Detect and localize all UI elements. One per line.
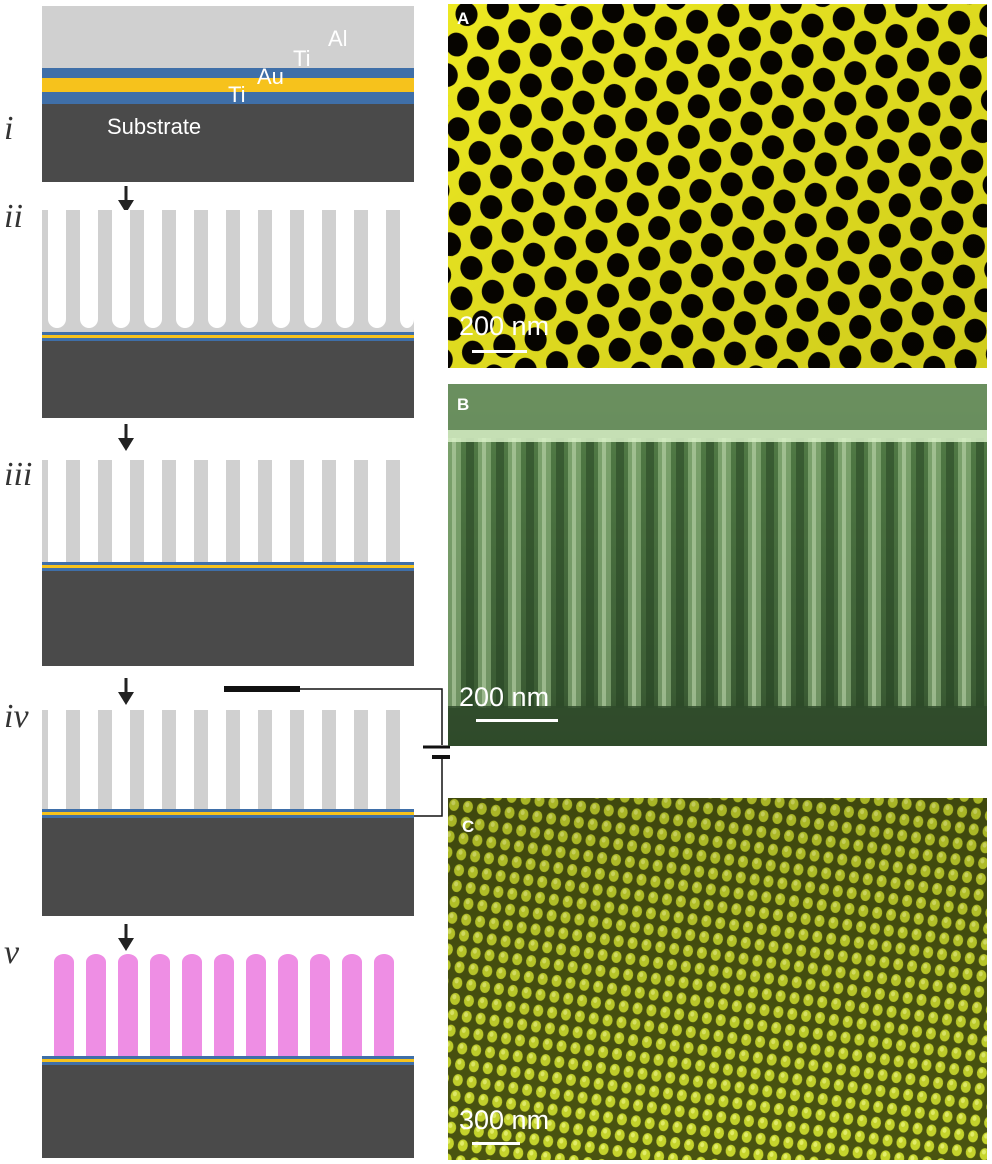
scale-label-c: 300 nm xyxy=(459,1105,550,1135)
arrow-down-icon xyxy=(118,678,134,705)
substrate-layer xyxy=(42,104,414,182)
panel-letter-a: A xyxy=(457,9,470,28)
step-label-iii: iii xyxy=(4,456,33,493)
step-ii-diagram xyxy=(42,210,414,418)
circuit-wiring xyxy=(224,686,450,817)
panel-letter-b: B xyxy=(457,395,470,414)
step-label-v: v xyxy=(4,934,20,971)
titanium-layer-bottom xyxy=(42,92,414,104)
label-ti-top: Ti xyxy=(293,46,311,71)
alumina-walls xyxy=(42,710,400,809)
nanowire-array xyxy=(54,954,394,1056)
step-iv-diagram xyxy=(42,710,414,916)
sem-panel-a: A 200 nm xyxy=(448,4,987,368)
scale-bar-c xyxy=(472,1142,520,1145)
label-substrate: Substrate xyxy=(107,114,202,139)
step-i-stack xyxy=(42,6,414,182)
label-al: Al xyxy=(328,26,348,51)
step-label-i: i xyxy=(4,110,14,147)
scale-label-a: 200 nm xyxy=(459,311,550,341)
scale-bar-a xyxy=(472,350,527,353)
step-label-ii: ii xyxy=(4,198,23,235)
alumina-walls xyxy=(42,460,400,562)
sem-panel-b: B 200 nm xyxy=(448,384,987,746)
aluminum-layer xyxy=(42,6,414,68)
step-v-diagram xyxy=(42,954,414,1158)
arrow-down-icon xyxy=(118,186,134,213)
scale-bar-b xyxy=(476,719,558,722)
gold-layer xyxy=(42,78,414,92)
label-au: Au xyxy=(257,64,284,89)
panel-letter-c: C xyxy=(462,817,475,836)
titanium-layer-top xyxy=(42,68,414,78)
sem-panel-c: C 300 nm xyxy=(448,798,987,1160)
step-label-iv: iv xyxy=(4,698,29,735)
arrow-down-icon xyxy=(118,424,134,451)
nanowire-array-image xyxy=(448,798,987,1160)
step-iii-diagram xyxy=(42,460,414,666)
label-ti-bottom: Ti xyxy=(228,82,246,107)
arrow-down-icon xyxy=(118,924,134,951)
scale-label-b: 200 nm xyxy=(459,682,550,712)
pore-group xyxy=(48,210,414,328)
counter-electrode xyxy=(224,686,300,692)
pore-array-image xyxy=(448,4,987,368)
cross-section-image xyxy=(448,384,987,746)
